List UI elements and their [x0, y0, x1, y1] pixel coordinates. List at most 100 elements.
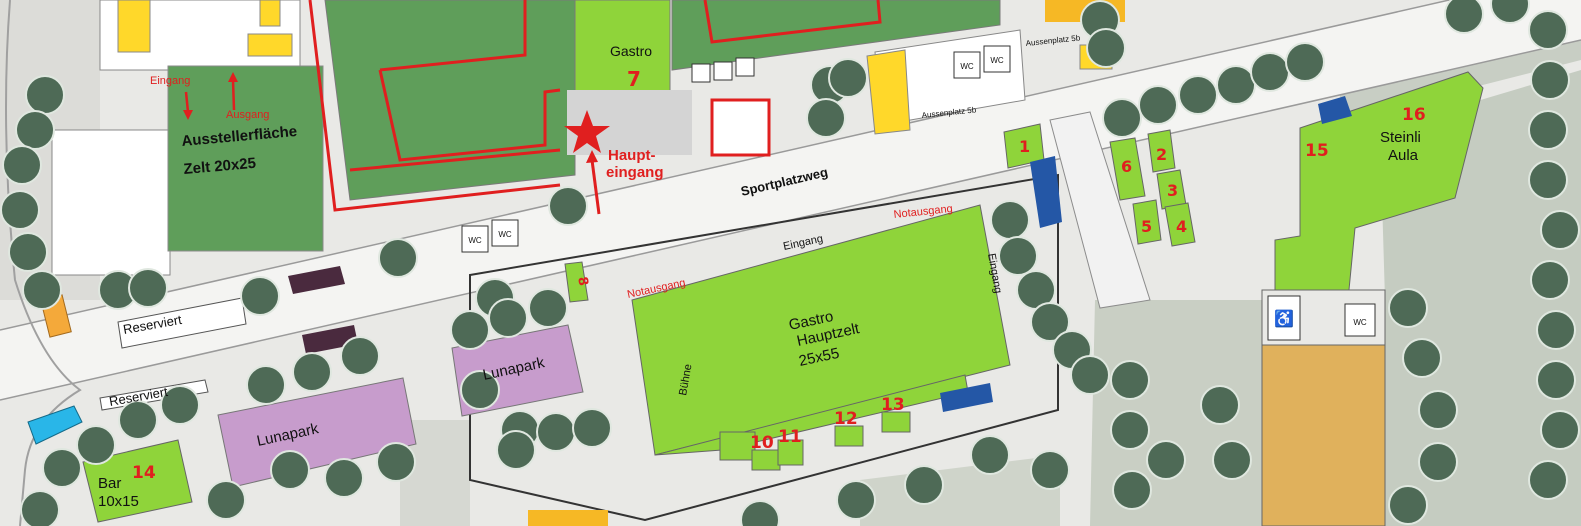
tree	[836, 480, 876, 520]
direction-arrow-icon	[228, 72, 238, 82]
blue-container	[1318, 96, 1352, 124]
wc-label: WC	[960, 62, 974, 71]
blue-container	[940, 383, 993, 412]
dark-container	[288, 266, 345, 294]
booth-number-3: 3	[1167, 181, 1178, 200]
wc-icon-group: WC WC WC WC	[461, 45, 1011, 253]
tree	[1112, 470, 1152, 510]
tree	[1216, 65, 1256, 105]
direction-arrow-icon	[183, 110, 193, 120]
tree	[1146, 440, 1186, 480]
booth-number-15: 15	[1305, 141, 1329, 161]
tree	[1528, 460, 1568, 500]
tree	[128, 268, 168, 308]
booth-number-6: 6	[1121, 157, 1132, 176]
tree	[1030, 450, 1070, 490]
booth-number-7: 7	[627, 67, 641, 91]
route-line	[378, 69, 561, 162]
booth-10b	[751, 449, 781, 471]
tree	[15, 110, 55, 150]
tree	[76, 425, 116, 465]
direction-arrow-icon	[590, 159, 601, 215]
tree	[460, 370, 500, 410]
star-icon	[564, 110, 610, 153]
booth-number-4: 4	[1176, 217, 1187, 236]
cyan-container	[27, 405, 83, 445]
booth-8	[564, 261, 589, 303]
booth-number-16: 16	[1402, 105, 1426, 125]
tree	[1528, 160, 1568, 200]
tree	[572, 408, 612, 448]
stairs	[1049, 111, 1151, 309]
tree	[1536, 310, 1576, 350]
wc-label: WC	[498, 230, 512, 239]
tree	[376, 442, 416, 482]
tree	[292, 352, 332, 392]
tree	[206, 480, 246, 520]
booth-number-14: 14	[132, 463, 156, 483]
steinli-aula	[1274, 71, 1484, 301]
tree	[1250, 52, 1290, 92]
aula-label: Aula	[1388, 147, 1419, 164]
booth-number-2: 2	[1156, 145, 1167, 164]
tree	[1528, 110, 1568, 150]
wc-icon	[953, 51, 981, 79]
aussteller-zelt-area	[167, 65, 324, 252]
tree	[246, 365, 286, 405]
tree	[2, 145, 42, 185]
tree	[1402, 338, 1442, 378]
road-edge	[0, 0, 1453, 331]
direction-arrow-icon	[231, 79, 236, 111]
yellow-stand	[866, 49, 911, 135]
bar-label: Bar	[98, 475, 121, 492]
booth-number-10: 10	[750, 433, 774, 453]
tree	[160, 385, 200, 425]
wc-icon	[491, 219, 519, 247]
tree	[42, 448, 82, 488]
haupteingang-label: Haupt-	[608, 147, 656, 164]
tree	[1388, 485, 1428, 525]
tree	[990, 200, 1030, 240]
tree	[1540, 210, 1580, 250]
wc-icon	[1344, 303, 1376, 337]
bar-size-label: 10x15	[98, 493, 139, 510]
tree	[1138, 85, 1178, 125]
tree	[828, 58, 868, 98]
route-line	[349, 148, 561, 172]
tree	[1530, 260, 1570, 300]
tree	[118, 400, 158, 440]
entrance-square	[710, 98, 771, 157]
steinli-label: Steinli	[1380, 129, 1421, 146]
route-line	[703, 0, 882, 44]
tree	[1418, 390, 1458, 430]
tree	[548, 186, 588, 226]
lunapark-lower	[217, 377, 417, 488]
tree	[324, 458, 364, 498]
info-icon	[691, 63, 711, 83]
booth-13	[881, 411, 911, 433]
gastro-7-tent	[574, 0, 671, 106]
tree	[1530, 60, 1570, 100]
tree	[970, 435, 1010, 475]
info-icon	[735, 57, 755, 77]
tree	[806, 98, 846, 138]
blue-container	[1030, 156, 1062, 228]
booth-number-13: 13	[881, 395, 905, 415]
tree	[488, 298, 528, 338]
booth-number-12: 12	[834, 409, 858, 429]
tree	[240, 276, 280, 316]
tree	[8, 232, 48, 272]
booth-10	[719, 431, 756, 461]
lawn-area	[400, 420, 470, 526]
booth-number-11: 11	[778, 427, 802, 447]
tree	[528, 288, 568, 328]
wc-icon	[983, 45, 1011, 73]
tree	[22, 270, 62, 310]
tree	[378, 238, 418, 278]
tree	[1110, 410, 1150, 450]
tree	[998, 236, 1038, 276]
booth-11	[777, 439, 804, 466]
dark-container	[302, 325, 358, 354]
sports-field	[324, 0, 576, 201]
